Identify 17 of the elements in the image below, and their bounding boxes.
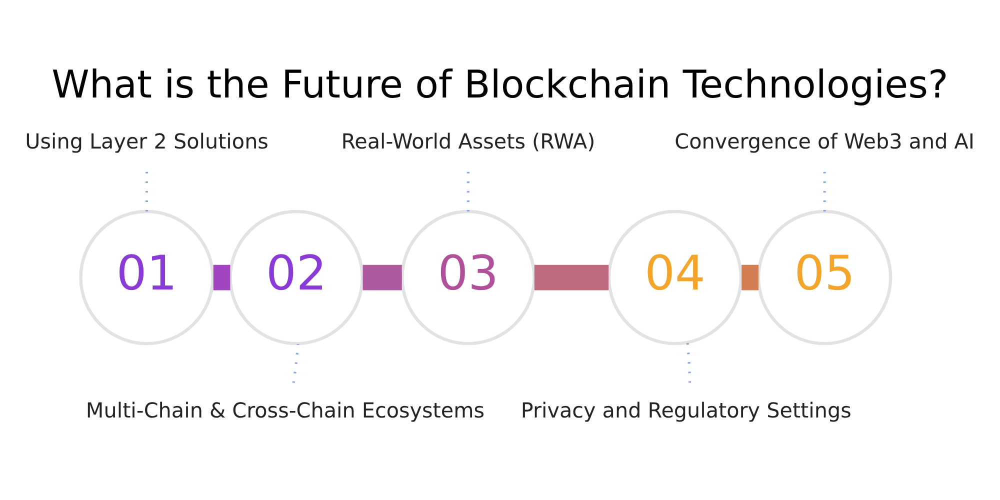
node-text: Privacy and Regulatory Settings xyxy=(520,398,852,422)
node-text: Real-World Assets (RWA) xyxy=(341,129,596,154)
node-circle: 02 xyxy=(228,209,364,345)
connector xyxy=(686,342,692,382)
connector xyxy=(742,264,758,290)
node-text: Using Layer 2 Solutions xyxy=(25,129,268,154)
node-text: Convergence of Web3 and AI xyxy=(674,129,975,154)
node-circle: 01 xyxy=(79,209,214,345)
node-text: Multi-Chain & Cross-Chain Ecosystems xyxy=(86,398,485,422)
connector xyxy=(362,264,402,290)
node-circle: 05 xyxy=(756,209,892,345)
connector xyxy=(534,264,609,290)
connector xyxy=(292,343,300,383)
diagram-title: What is the Future of Blockchain Technologies? xyxy=(52,62,948,107)
connector xyxy=(213,264,230,290)
node-circle: 04 xyxy=(607,209,743,345)
node-circle: 03 xyxy=(400,209,536,345)
